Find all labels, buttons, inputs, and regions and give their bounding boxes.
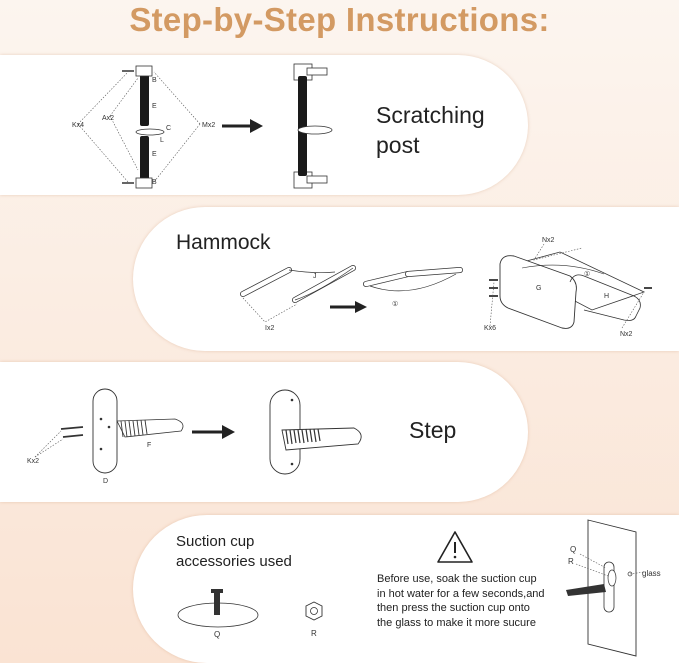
- glass-part-r-label: R: [568, 557, 574, 566]
- scratching-post-panel: [0, 55, 528, 195]
- hammock-part-j-label: J: [313, 273, 317, 280]
- suction-cup-diagram: Q: [177, 589, 259, 639]
- scratching-post-label: Scratching post: [376, 101, 526, 161]
- suction-cup-label-line1: Suction cup: [176, 533, 255, 550]
- part-c-label: C: [166, 125, 171, 132]
- step-assembled-diagram: [269, 389, 362, 475]
- part-k-label: Kx4: [72, 122, 84, 129]
- hammock-part-k-label: Kx6: [484, 325, 496, 332]
- step-label: Step: [409, 417, 457, 443]
- step-exploded-diagram: Kx2 F D: [27, 388, 184, 485]
- part-e2-label: E: [152, 151, 157, 158]
- part-m-label: Mx2: [202, 122, 215, 129]
- hammock-part-g-label: G: [536, 285, 541, 292]
- warning-triangle-icon: [437, 531, 473, 563]
- scratching-post-assembled-diagram: [293, 63, 333, 189]
- hammock-part-h-label: H: [604, 293, 609, 300]
- hammock-fabric-diagram: ①: [363, 267, 463, 308]
- suction-part-q-label: Q: [214, 630, 220, 639]
- scratching-post-label-line1: Scratching: [376, 102, 485, 128]
- hammock-part-n1-label: Nx2: [542, 237, 555, 244]
- part-e1-label: E: [152, 103, 157, 110]
- suction-part-r-label: R: [311, 629, 317, 638]
- step-part-k-label: Kx2: [27, 458, 39, 465]
- hammock-label: Hammock: [176, 231, 271, 254]
- hammock-part-i-label: Ix2: [265, 325, 274, 332]
- part-l-label: L: [160, 137, 164, 144]
- glass-mount-diagram: Q R glass: [566, 519, 661, 657]
- step-part-f-label: F: [147, 442, 151, 449]
- scratching-post-label-line2: post: [376, 131, 420, 158]
- part-b1-label: B: [152, 77, 157, 84]
- arrow-right-icon: [192, 425, 235, 439]
- glass-label: glass: [642, 569, 661, 578]
- suction-cup-label-line2: accessories used: [176, 552, 292, 570]
- suction-cup-instructions: Before use, soak the suction cup in hot …: [377, 573, 545, 629]
- step-panel: [0, 362, 528, 502]
- part-b2-label: B: [152, 179, 157, 186]
- hammock-frame-diagram: Nx2 ① G H Kx6 Nx2: [484, 237, 652, 338]
- step-part-d-label: D: [103, 478, 108, 485]
- hammock-frame-step-marker: ①: [584, 270, 590, 278]
- arrow-right-icon: [222, 119, 263, 133]
- part-a-label: Ax2: [102, 115, 114, 122]
- hammock-rods-diagram: J Ix2: [240, 265, 356, 332]
- nut-diagram: R: [305, 601, 323, 638]
- glass-part-q-label: Q: [570, 545, 576, 554]
- suction-cup-label: Suction cup accessories used: [176, 532, 326, 571]
- hammock-part-n2-label: Nx2: [620, 331, 633, 338]
- hammock-step-marker: ①: [392, 300, 398, 308]
- arrow-right-icon: [330, 301, 367, 313]
- scratching-post-exploded-diagram: Kx4 Ax2 Mx2 B B E E C L: [72, 65, 215, 189]
- page-title: Step-by-Step Instructions:: [129, 1, 550, 38]
